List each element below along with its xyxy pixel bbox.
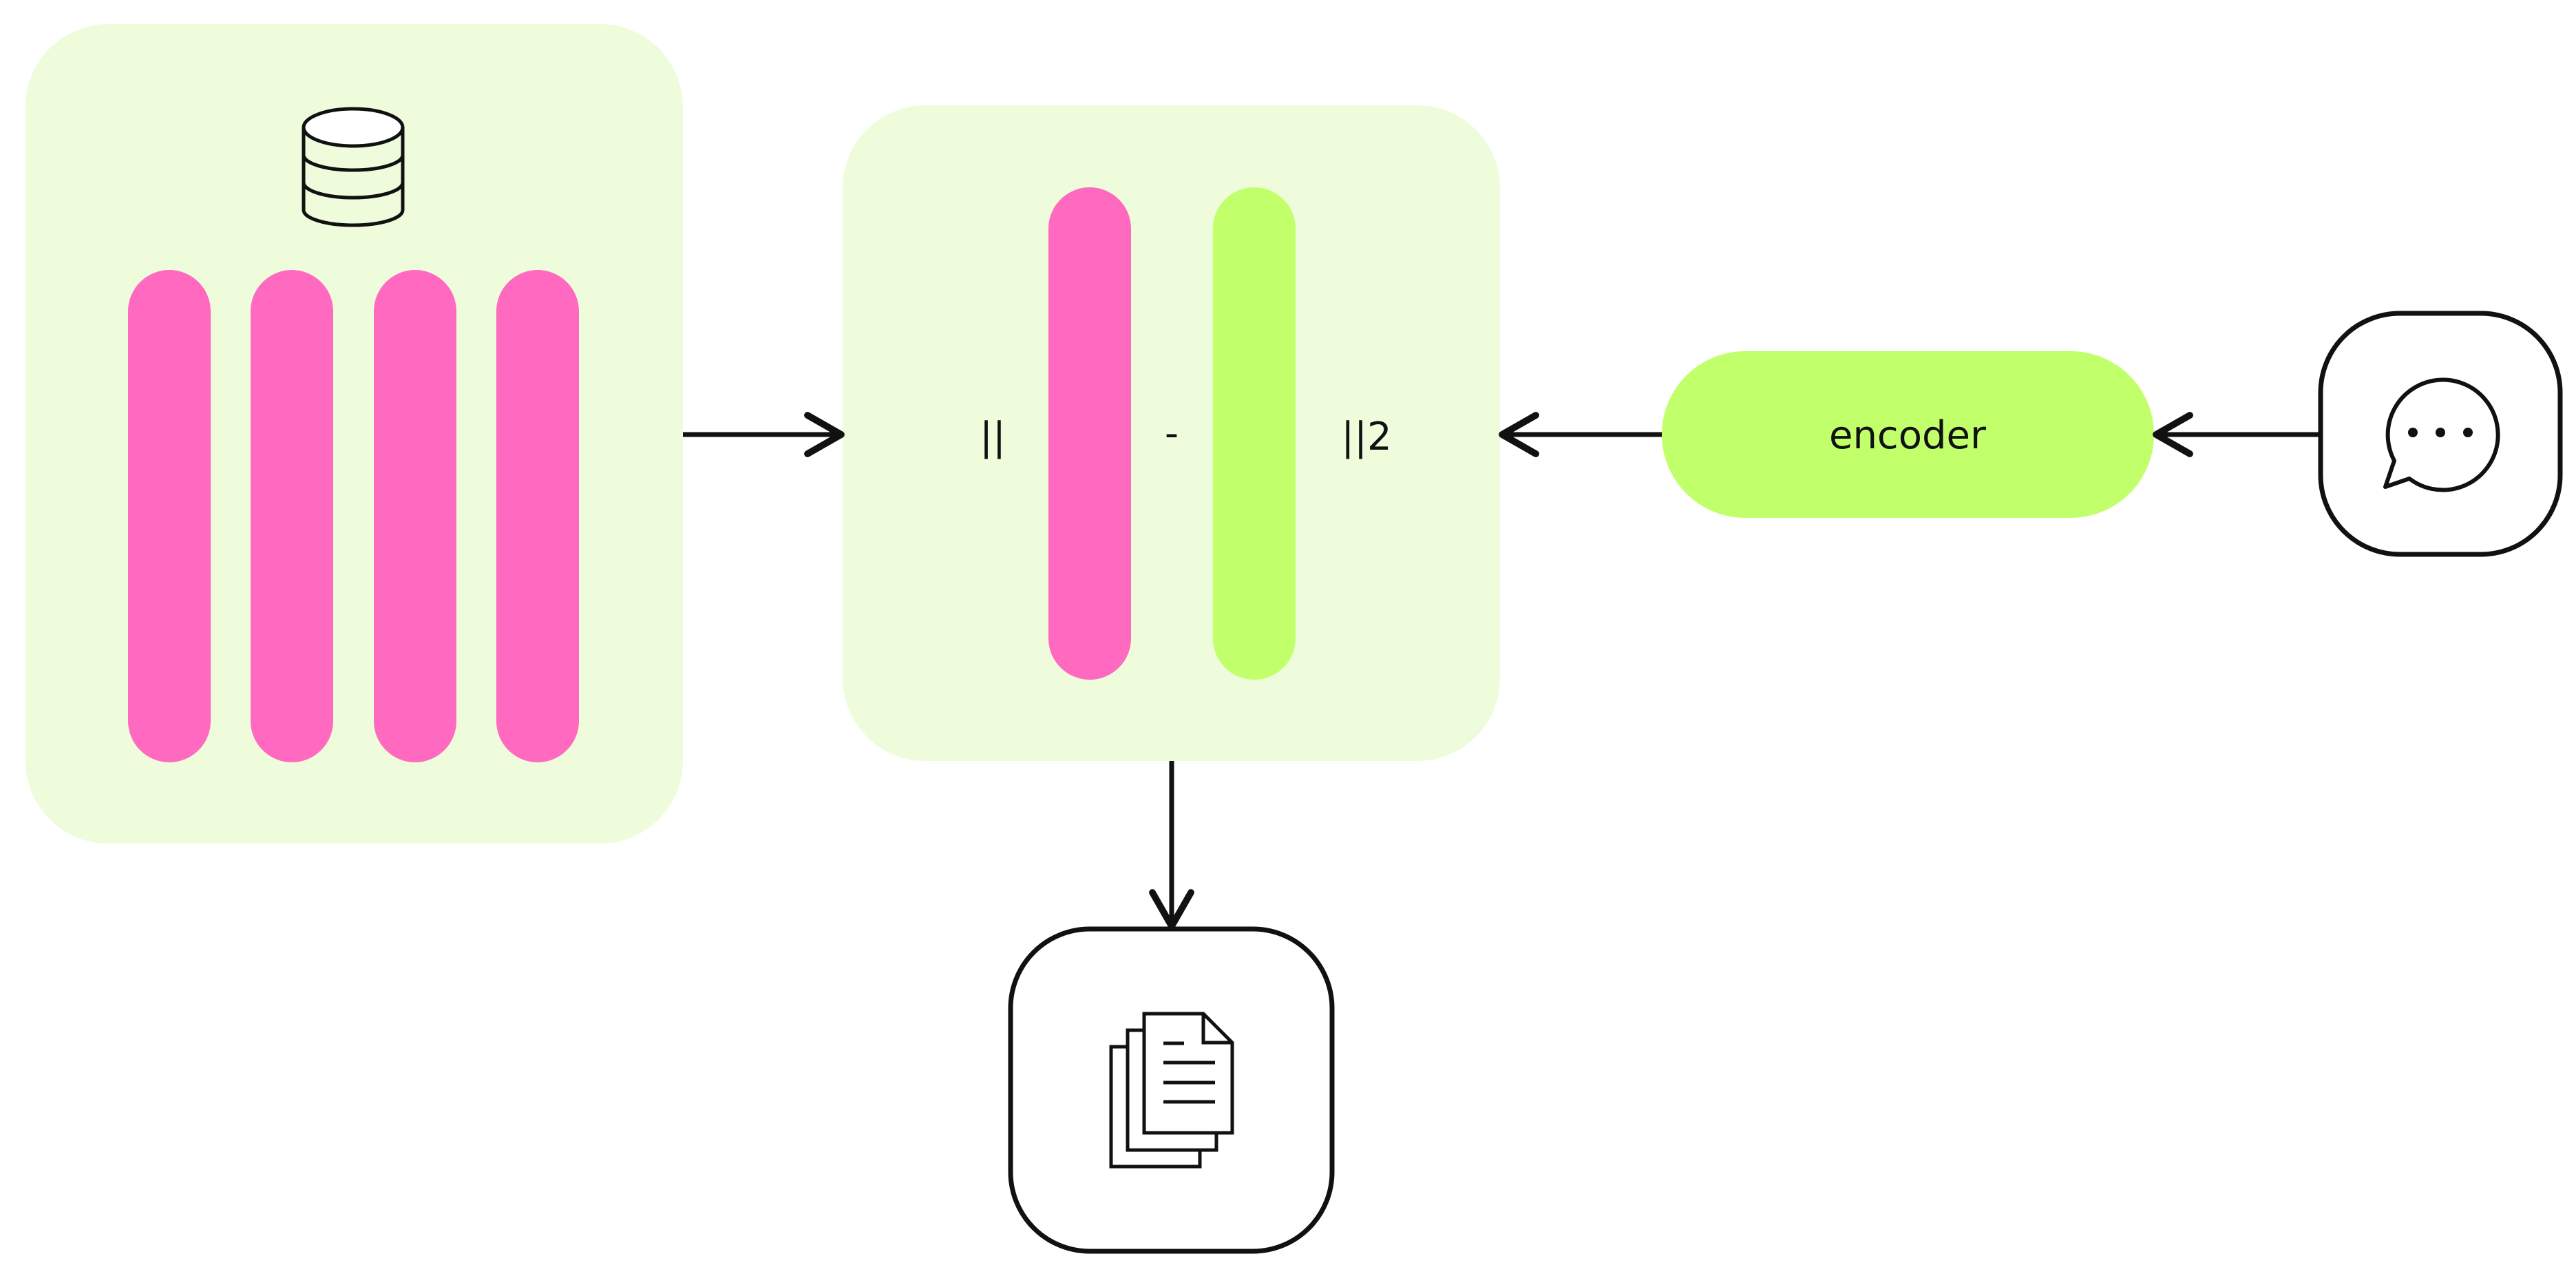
query-input-node xyxy=(2318,311,2563,557)
stored-vector-bar xyxy=(128,270,211,762)
vector-store-panel xyxy=(25,24,683,844)
encoder-node: encoder xyxy=(1662,351,2154,518)
formula-open-bars: || xyxy=(980,415,1006,459)
stored-vector-bar xyxy=(496,270,579,762)
arrows xyxy=(683,412,2321,930)
stored-vector-bar xyxy=(374,270,456,762)
formula-close-bars: ||2 xyxy=(1341,415,1391,459)
database-icon xyxy=(302,107,405,227)
formula-minus: - xyxy=(1165,411,1179,456)
stored-vector-bar xyxy=(251,270,333,762)
distance-panel: || - ||2 xyxy=(843,105,1500,761)
query-vector-bar xyxy=(1213,187,1296,680)
results-node xyxy=(1008,926,1335,1254)
stored-vector-bar xyxy=(1048,187,1131,680)
chat-bubble-icon xyxy=(2383,377,2500,492)
encoder-pill xyxy=(1662,351,2154,518)
encoder-label: encoder xyxy=(1829,413,1987,458)
documents-icon xyxy=(1109,1012,1234,1169)
distance-background xyxy=(843,105,1500,761)
